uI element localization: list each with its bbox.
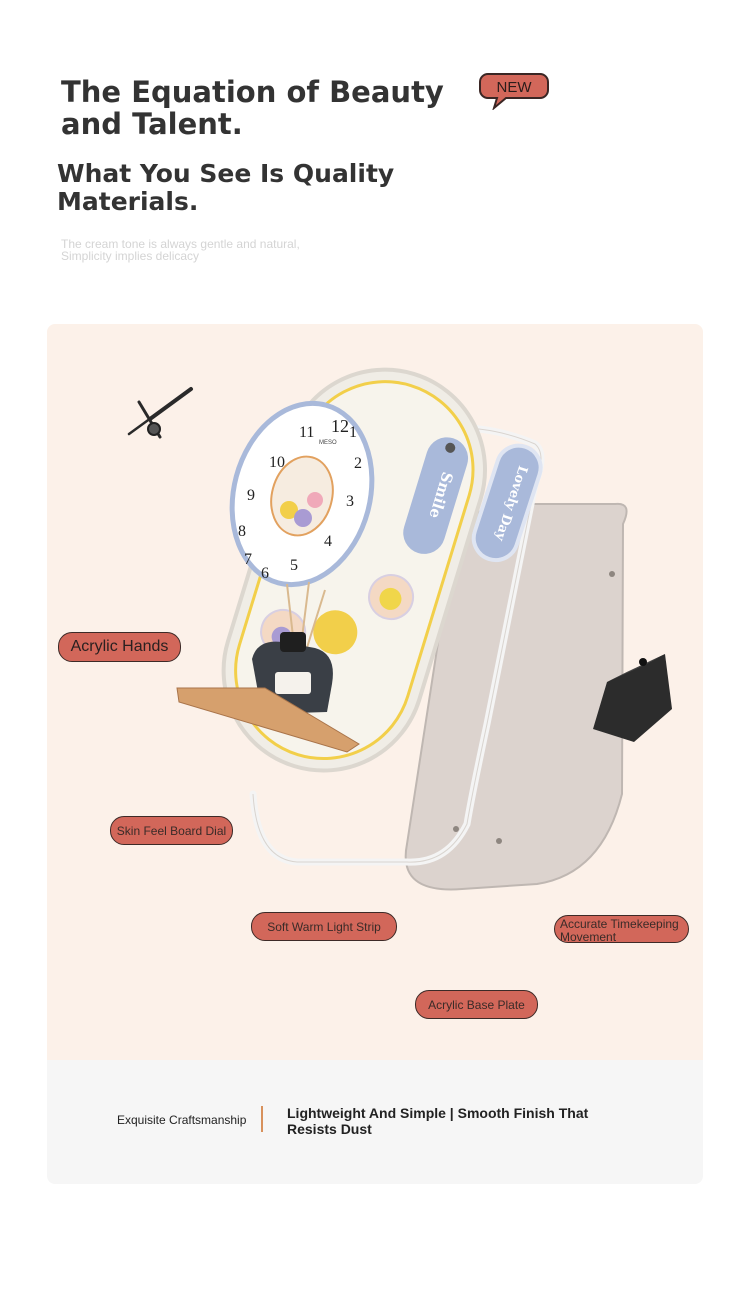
label-skin-feel-board: Skin Feel Board Dial: [110, 816, 233, 845]
clock-num-8: 8: [238, 523, 246, 540]
clock-num-4: 4: [324, 533, 332, 550]
footer-divider: [261, 1106, 263, 1132]
exploded-clock-illustration: Lovely Day Smile 12 1 2 3: [127, 367, 672, 891]
label-light-strip: Soft Warm Light Strip: [251, 912, 397, 941]
product-panel: Lovely Day Smile 12 1 2 3: [47, 324, 703, 1060]
clock-num-6: 6: [261, 565, 269, 582]
clock-face: 12 1 2 3 4 5 6 7 8 9 10 11 MESO: [229, 400, 375, 588]
label-timekeeping-movement: Accurate Timekeeping Movement: [554, 915, 689, 943]
wooden-shelf: [176, 687, 360, 753]
new-badge: NEW: [479, 73, 549, 110]
footer-left-text: Exquisite Craftsmanship: [117, 1113, 247, 1127]
clock-num-7: 7: [244, 551, 252, 568]
clock-num-1: 1: [349, 424, 357, 441]
clock-num-12: 12: [331, 416, 349, 436]
caption: The cream tone is always gentle and natu…: [61, 238, 391, 262]
footer-banner: Exquisite Craftsmanship Lightweight And …: [47, 1060, 703, 1184]
clock-num-2: 2: [354, 455, 362, 472]
label-acrylic-base-plate: Acrylic Base Plate: [415, 990, 538, 1019]
clock-num-5: 5: [290, 557, 298, 574]
clock-num-9: 9: [247, 487, 255, 504]
page-subtitle: What You See Is Quality Materials.: [57, 159, 395, 216]
caption-line-1: The cream tone is always gentle and natu…: [61, 237, 300, 251]
clock-num-11: 11: [299, 424, 314, 441]
page-title: The Equation of Beauty and Talent.: [61, 75, 444, 141]
footer-right-text: Lightweight And Simple | Smooth Finish T…: [287, 1105, 589, 1137]
caption-line-2: Simplicity implies delicacy: [61, 249, 200, 263]
movement-box-icon: [593, 654, 672, 742]
clock-num-3: 3: [346, 493, 354, 510]
lovely-day-plate: Lovely Day: [471, 443, 543, 563]
brand-mark: MESO: [319, 440, 337, 446]
clock-hands-icon: [127, 387, 193, 439]
new-badge-text: NEW: [497, 79, 533, 96]
acrylic-base-plate: [404, 502, 628, 891]
clock-num-10: 10: [269, 454, 285, 471]
label-acrylic-hands: Acrylic Hands: [58, 632, 181, 662]
